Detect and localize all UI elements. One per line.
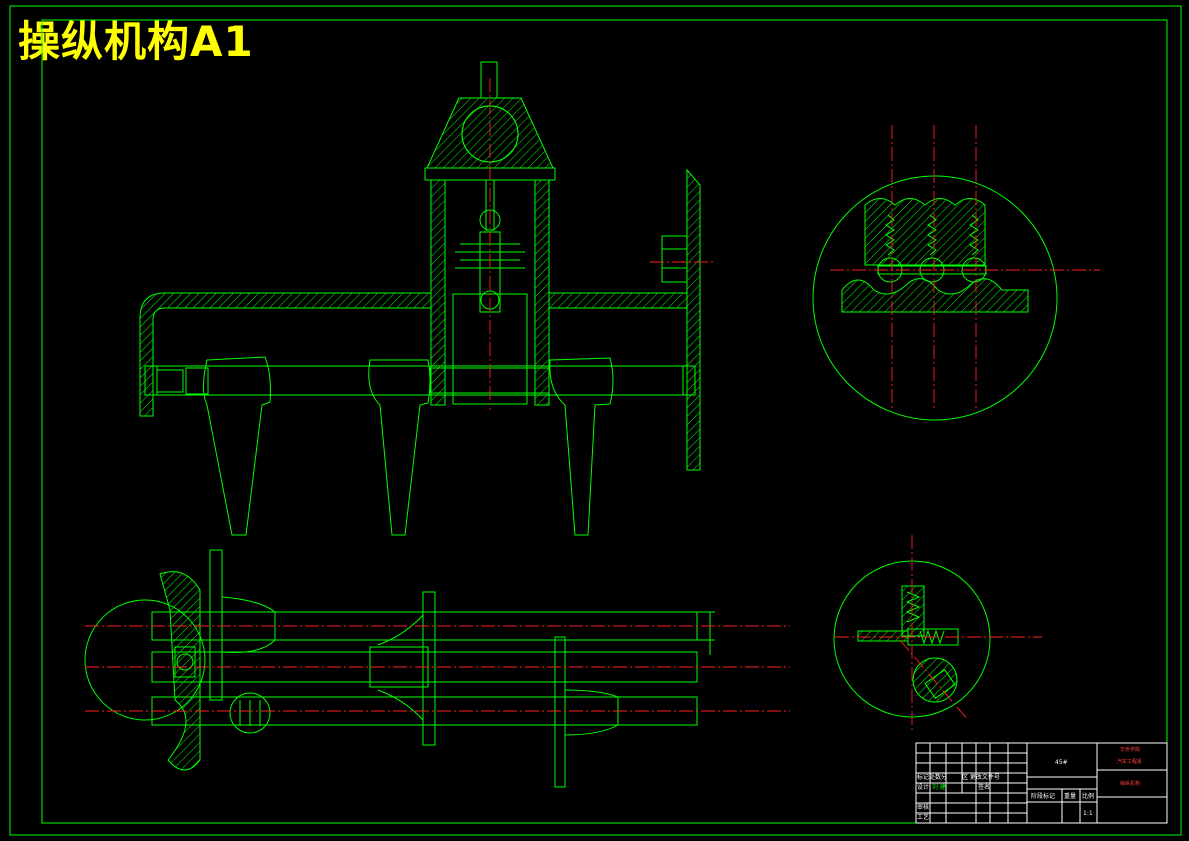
- tb-label-revision: 标记处数分: [917, 773, 947, 781]
- tb-label-review: 审核: [917, 803, 929, 811]
- shift-fork-2: [368, 359, 431, 536]
- plan-view: [84, 549, 790, 788]
- title-block: 45# 华侨学院 汽车工程系 操纵机构 阶段标记 重量 比例 1:1 标记处数分…: [915, 742, 1168, 824]
- outer-frame: [9, 5, 1182, 836]
- tb-designer: 刘 建: [932, 783, 946, 791]
- tb-label-weight: 重量: [1064, 792, 1076, 800]
- drawing-title: 操纵机构A1: [18, 17, 254, 66]
- tb-label-scale: 比例: [1082, 792, 1094, 800]
- tb-label-process: 工艺: [917, 813, 929, 821]
- shift-fork-1: [185, 356, 271, 536]
- tb-label-mark: 阶段标记: [1031, 792, 1055, 800]
- inner-frame: [41, 19, 1168, 824]
- tb-scale: 1:1: [1083, 810, 1093, 817]
- detail-view-locking-balls: [812, 125, 1100, 421]
- tb-label-design: 设计: [917, 783, 929, 791]
- front-view: [139, 61, 715, 536]
- tb-school: 华侨学院: [1120, 746, 1140, 753]
- tb-label-sign: 签名: [978, 783, 990, 791]
- tb-material: 45#: [1055, 759, 1068, 766]
- tb-label-file: 区 更改文件号: [962, 773, 1000, 781]
- tb-drawing-name: 操纵机构: [1120, 780, 1140, 787]
- shift-fork-3: [549, 357, 614, 536]
- tb-department: 汽车工程系: [1117, 758, 1142, 765]
- detail-view-interlock: [833, 535, 1042, 730]
